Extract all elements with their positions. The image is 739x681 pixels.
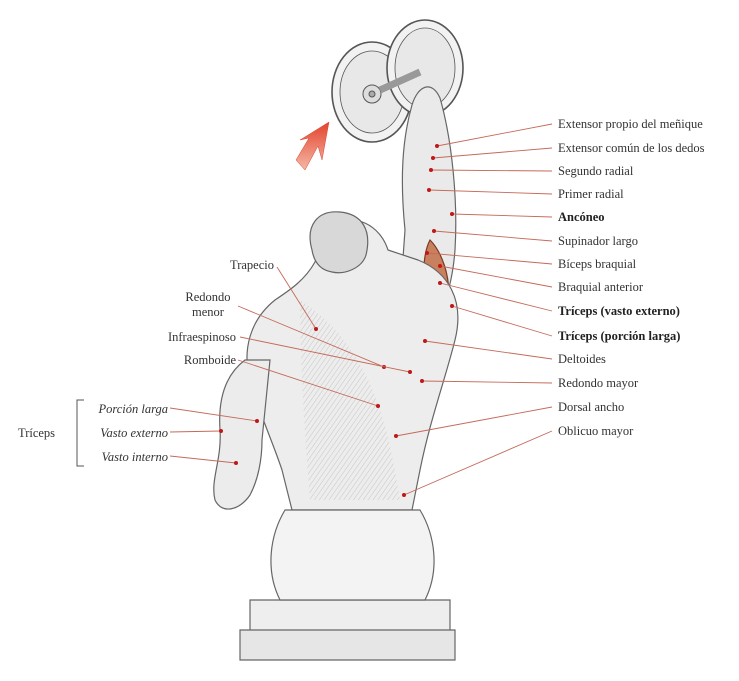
leader-dot bbox=[234, 461, 238, 465]
label-oblicuo-mayor: Oblicuo mayor bbox=[558, 424, 634, 438]
leader-dot bbox=[431, 156, 435, 160]
leader-line bbox=[451, 213, 553, 218]
leader-dot bbox=[402, 493, 406, 497]
leader-line bbox=[430, 169, 553, 172]
leader-dot bbox=[432, 229, 436, 233]
leader-dot bbox=[314, 327, 318, 331]
leader-dot bbox=[450, 212, 454, 216]
label-extensor-propio-menique: Extensor propio del meñique bbox=[558, 117, 703, 131]
label-anconeo: Ancóneo bbox=[558, 210, 605, 224]
leader-line bbox=[169, 455, 237, 464]
leader-line bbox=[432, 147, 553, 159]
leader-dot bbox=[423, 339, 427, 343]
leader-dot bbox=[219, 429, 223, 433]
label-segundo-radial: Segundo radial bbox=[558, 164, 634, 178]
leader-dot bbox=[420, 379, 424, 383]
dumbbell-icon bbox=[331, 19, 464, 143]
leader-dot bbox=[429, 168, 433, 172]
label-redondo-menor-line1: Redondo bbox=[185, 290, 231, 304]
label-supinador-largo: Supinador largo bbox=[558, 234, 638, 248]
leader-dot bbox=[408, 370, 412, 374]
leader-dot bbox=[425, 251, 429, 255]
leader-line bbox=[436, 123, 553, 147]
leader-dot bbox=[438, 281, 442, 285]
leader-dot bbox=[438, 264, 442, 268]
leader-dot bbox=[394, 434, 398, 438]
label-infraespinoso: Infraespinoso bbox=[167, 330, 236, 344]
label-triceps-group: Tríceps bbox=[18, 426, 56, 440]
leader-dot bbox=[435, 144, 439, 148]
label-deltoides: Deltoides bbox=[558, 352, 606, 366]
label-primer-radial: Primer radial bbox=[558, 187, 624, 201]
leader-dot bbox=[427, 188, 431, 192]
label-braquial-anterior: Braquial anterior bbox=[558, 280, 644, 294]
leader-line bbox=[237, 305, 385, 368]
leader-line bbox=[451, 305, 553, 337]
leader-line bbox=[169, 407, 258, 422]
athlete-figure bbox=[213, 86, 459, 661]
label-triceps-vasto-externo: Tríceps (vasto externo) bbox=[558, 304, 680, 318]
triceps-bracket bbox=[76, 399, 84, 467]
leader-line bbox=[239, 336, 411, 373]
leader-line bbox=[439, 282, 553, 312]
leader-line bbox=[169, 430, 222, 433]
label-triceps-porcion-larga: Tríceps (porción larga) bbox=[558, 329, 681, 343]
leader-dot bbox=[255, 419, 259, 423]
label-dorsal-ancho: Dorsal ancho bbox=[558, 400, 625, 414]
leader-line bbox=[426, 252, 553, 265]
leader-line bbox=[403, 430, 553, 496]
leader-line bbox=[433, 230, 553, 242]
label-biceps-braquial: Bíceps braquial bbox=[558, 257, 637, 271]
leader-line bbox=[439, 265, 553, 288]
leader-line bbox=[424, 340, 553, 360]
direction-arrow-icon bbox=[295, 121, 330, 171]
label-porcion-larga: Porción larga bbox=[98, 402, 168, 416]
label-redondo-mayor: Redondo mayor bbox=[558, 376, 639, 390]
leader-lines bbox=[169, 123, 553, 497]
leader-line bbox=[428, 189, 553, 195]
leader-dot bbox=[450, 304, 454, 308]
leader-line bbox=[237, 359, 379, 407]
label-extensor-comun-dedos: Extensor común de los dedos bbox=[558, 141, 705, 155]
leader-line bbox=[395, 406, 553, 437]
leader-dot bbox=[376, 404, 380, 408]
label-redondo-menor-line2: menor bbox=[192, 305, 224, 319]
label-vasto-externo: Vasto externo bbox=[100, 426, 168, 440]
leader-line bbox=[421, 380, 553, 384]
label-trapecio: Trapecio bbox=[230, 258, 274, 272]
leader-line bbox=[276, 266, 317, 330]
label-romboide: Romboide bbox=[183, 353, 236, 367]
label-vasto-interno: Vasto interno bbox=[101, 450, 168, 464]
